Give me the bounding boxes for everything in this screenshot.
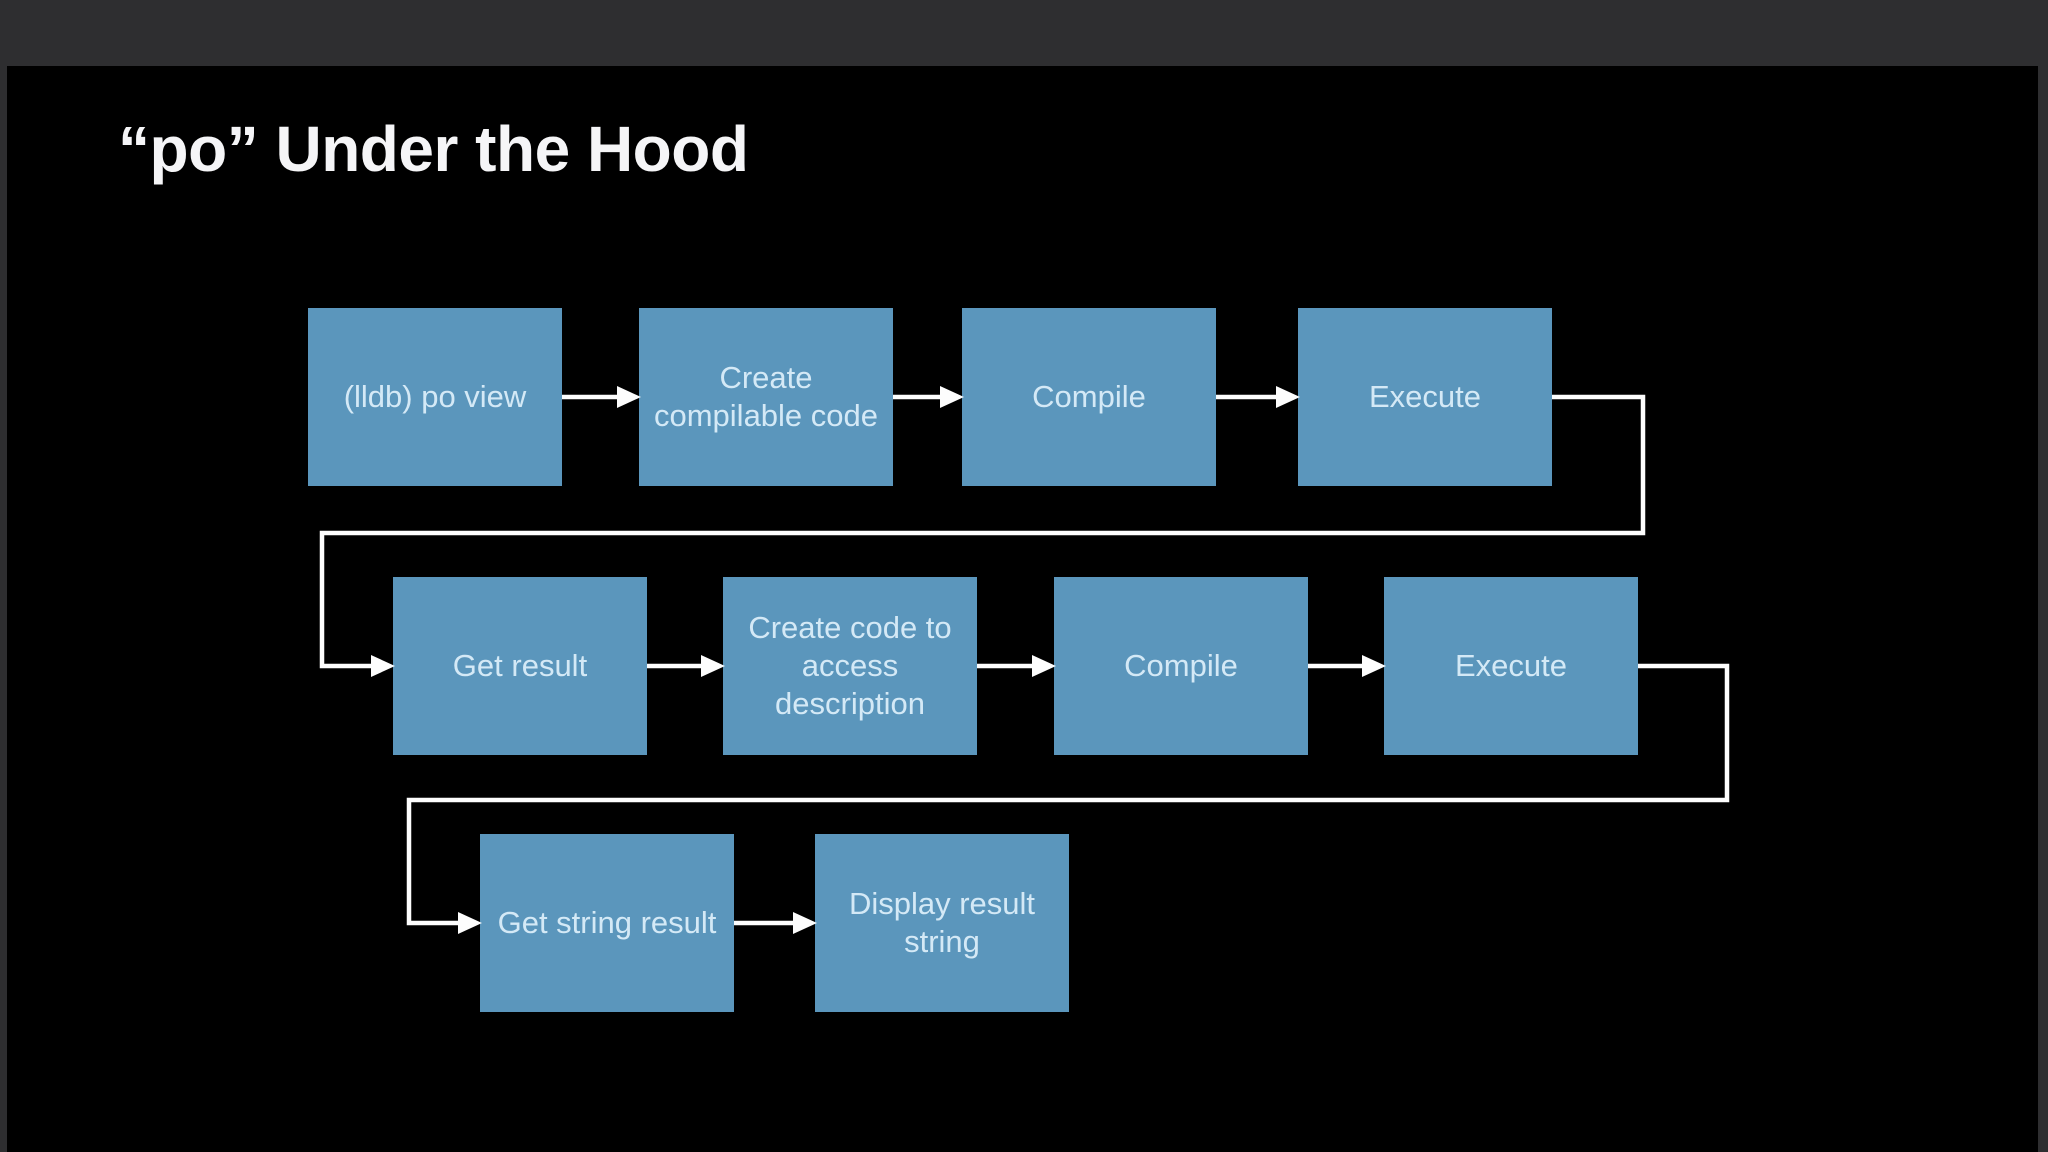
arrow-create-compilable-to-compile-1-arrowhead	[940, 386, 964, 408]
flow-node-create-access: Create code to access description	[723, 577, 977, 755]
flow-node-label: Create code to access description	[748, 610, 952, 721]
flow-node-label: Create compilable code	[653, 360, 879, 433]
flow-node-label: Get result	[452, 648, 588, 683]
arrow-get-result-to-create-access-arrowhead	[701, 655, 725, 677]
flow-node-execute-2: Execute	[1384, 577, 1638, 755]
flow-node-label: (lldb) po view	[343, 379, 527, 414]
flow-node-label: Compile	[1124, 648, 1238, 683]
connector-row1-to-row2-arrowhead	[371, 655, 395, 677]
arrow-create-access-to-compile-2-arrowhead	[1032, 655, 1056, 677]
flow-node-execute-1: Execute	[1298, 308, 1552, 486]
slide-title: “po” Under the Hood	[118, 113, 749, 185]
flow-node-label: Compile	[1032, 379, 1146, 414]
flow-node-label: Display result string	[848, 886, 1036, 959]
flow-node-create-compilable: Create compilable code	[639, 308, 893, 486]
flow-node-label: Get string result	[497, 905, 717, 940]
flow-node-get-string-result: Get string result	[480, 834, 734, 1012]
arrow-compile-2-to-execute-2-arrowhead	[1362, 655, 1386, 677]
flow-node-po-view: (lldb) po view	[308, 308, 562, 486]
arrow-po-view-to-create-compilable-arrowhead	[617, 386, 641, 408]
flow-node-get-result: Get result	[393, 577, 647, 755]
arrow-get-string-result-to-display-result-arrowhead	[793, 912, 817, 934]
window-chrome-bar	[0, 0, 2048, 66]
flow-node-display-result: Display result string	[815, 834, 1069, 1012]
arrow-compile-1-to-execute-1-arrowhead	[1276, 386, 1300, 408]
flow-node-compile-2: Compile	[1054, 577, 1308, 755]
flow-node-label: Execute	[1368, 379, 1481, 414]
connector-row2-to-row3-arrowhead	[458, 912, 482, 934]
flow-node-label: Execute	[1454, 648, 1567, 683]
flow-node-compile-1: Compile	[962, 308, 1216, 486]
